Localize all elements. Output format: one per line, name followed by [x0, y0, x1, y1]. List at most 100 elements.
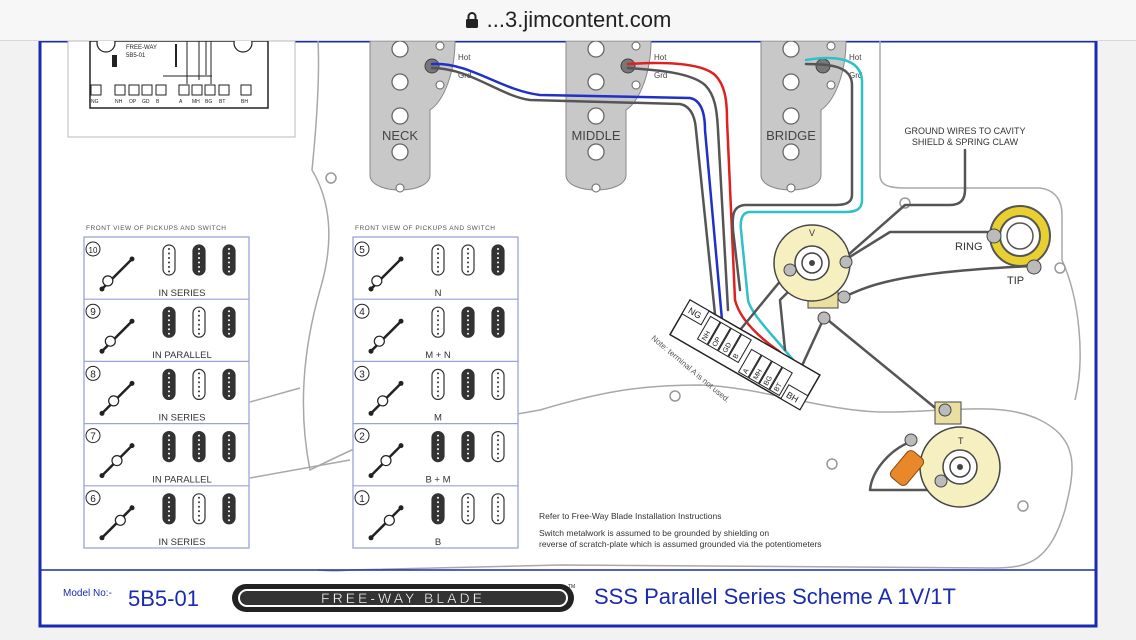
wire-bridge-cyan [739, 56, 864, 382]
pickup-icon [491, 431, 505, 463]
table-title: FRONT VIEW OF PICKUPS AND SWITCH [86, 225, 226, 232]
pickup-icon [192, 306, 206, 338]
note-metal-2: reverse of scratch-plate which is assume… [539, 539, 822, 549]
blade-terminal-label: BT [773, 381, 784, 393]
svg-text:FREE-WAY BLADE: FREE-WAY BLADE [321, 590, 485, 606]
switch-box-terminal [155, 84, 167, 96]
lever-icon [370, 320, 402, 353]
scheme-title: SSS Parallel Series Scheme A 1V/1T [594, 584, 956, 609]
switch-box-terminal [218, 84, 230, 96]
position-row: 6 IN SERIES [85, 490, 236, 548]
switch-box-terminal-label: OP [129, 99, 137, 105]
pickup-icon [192, 431, 206, 463]
pickup-icon [461, 493, 475, 525]
position-label: B + M [425, 475, 450, 486]
pickup-terminal [424, 58, 440, 74]
position-number: 4 [359, 307, 365, 318]
pickup-icon [192, 244, 206, 276]
wire-middle-red [626, 61, 782, 354]
pickup-icon [491, 368, 505, 400]
switch-box-terminal [114, 84, 126, 96]
svg-text:FREE-WAY: FREE-WAY [126, 45, 157, 51]
ground-note-line1: GROUND WIRES TO CAVITY [904, 126, 1025, 136]
position-row: 3M [354, 365, 505, 423]
pickup-icon [222, 306, 236, 338]
pole-piece [782, 107, 800, 125]
switch-box-terminal-label: BH [241, 99, 248, 105]
position-label: N [435, 288, 442, 299]
pole-piece [587, 73, 605, 91]
switch-box-terminal [141, 84, 153, 96]
lever-icon [101, 320, 133, 353]
pickup-icon [192, 368, 206, 400]
position-label: M + N [425, 350, 451, 361]
screw-hole [826, 458, 838, 470]
wire-tone-cap [868, 440, 937, 492]
switch-box-terminal-label: NH [115, 99, 123, 105]
pickup-icon [431, 368, 445, 400]
table-title: FRONT VIEW OF PICKUPS AND SWITCH [355, 225, 495, 232]
pickup-grd-label: Grd [849, 71, 862, 80]
position-row: 5N [354, 241, 505, 299]
blade-terminal [717, 327, 742, 358]
tone-pot[interactable]: T [888, 401, 1001, 508]
pickup-hot-label: Hot [458, 53, 471, 62]
pickup-icon [491, 244, 505, 276]
position-number: 6 [90, 494, 96, 505]
position-label: B [435, 537, 441, 548]
pickguard-outline [302, 41, 1073, 572]
cavity-outline [879, 41, 1081, 401]
blade-terminal [728, 333, 752, 364]
pickup-icon [192, 493, 206, 525]
jack-ring-label: RING [955, 241, 983, 253]
browser-address-bar[interactable]: ...3.jimcontent.com [0, 0, 1136, 41]
position-number: 8 [90, 369, 96, 380]
pickup-hot-label: Hot [849, 53, 862, 62]
switch-box-terminal-label: B [156, 99, 160, 105]
blade-terminal-label: B [732, 352, 741, 360]
switch-box-terminal-label: A [179, 99, 183, 105]
position-row: 2B + M [354, 428, 505, 486]
pickup-hot-label: Hot [654, 53, 667, 62]
position-label: IN SERIES [159, 288, 206, 299]
pickup-label: NECK [382, 128, 418, 143]
pickup-icon [162, 493, 176, 525]
switch-box-terminal [178, 84, 190, 96]
switch-box-terminal [240, 84, 252, 96]
pole-piece [391, 143, 409, 161]
switch-box-terminal-label: BT [219, 99, 225, 105]
blade-terminal [748, 354, 773, 385]
wire-ground-note [838, 148, 967, 264]
ground-note-line2: SHIELD & SPRING CLAW [912, 137, 1019, 147]
position-label: IN SERIES [159, 537, 206, 548]
position-label: M [434, 412, 442, 423]
position-row: 7IN PARALLEL [85, 428, 236, 486]
pole-piece [587, 143, 605, 161]
blade-terminal-label: GD [722, 342, 733, 355]
model-number: 5B5-01 [128, 586, 199, 611]
pole-piece [782, 73, 800, 91]
pickup-icon [491, 493, 505, 525]
blade-terminal-label: MH [753, 368, 765, 381]
pole-piece [587, 41, 605, 58]
volume-pot[interactable]: V [773, 224, 853, 325]
position-label: IN PARALLEL [152, 475, 212, 486]
position-row: 9IN PARALLEL [85, 303, 236, 361]
pickup-icon [431, 431, 445, 463]
position-label: IN SERIES [159, 412, 206, 423]
blade-terminal [758, 360, 783, 391]
blade-terminal [769, 366, 793, 397]
position-number: 1 [359, 494, 365, 505]
position-row: 4 M + N [354, 303, 505, 361]
pole-piece [587, 107, 605, 125]
pickup-icon [222, 493, 236, 525]
jack-tip-label: TIP [1007, 275, 1024, 287]
wire-tip [844, 264, 1035, 298]
pickup-icon [431, 244, 445, 276]
wire-neck-blue [430, 62, 724, 322]
switch-box-terminal [191, 84, 203, 96]
note-refer: Refer to Free-Way Blade Installation Ins… [539, 511, 722, 521]
output-jack[interactable]: RING TIP [955, 205, 1051, 287]
